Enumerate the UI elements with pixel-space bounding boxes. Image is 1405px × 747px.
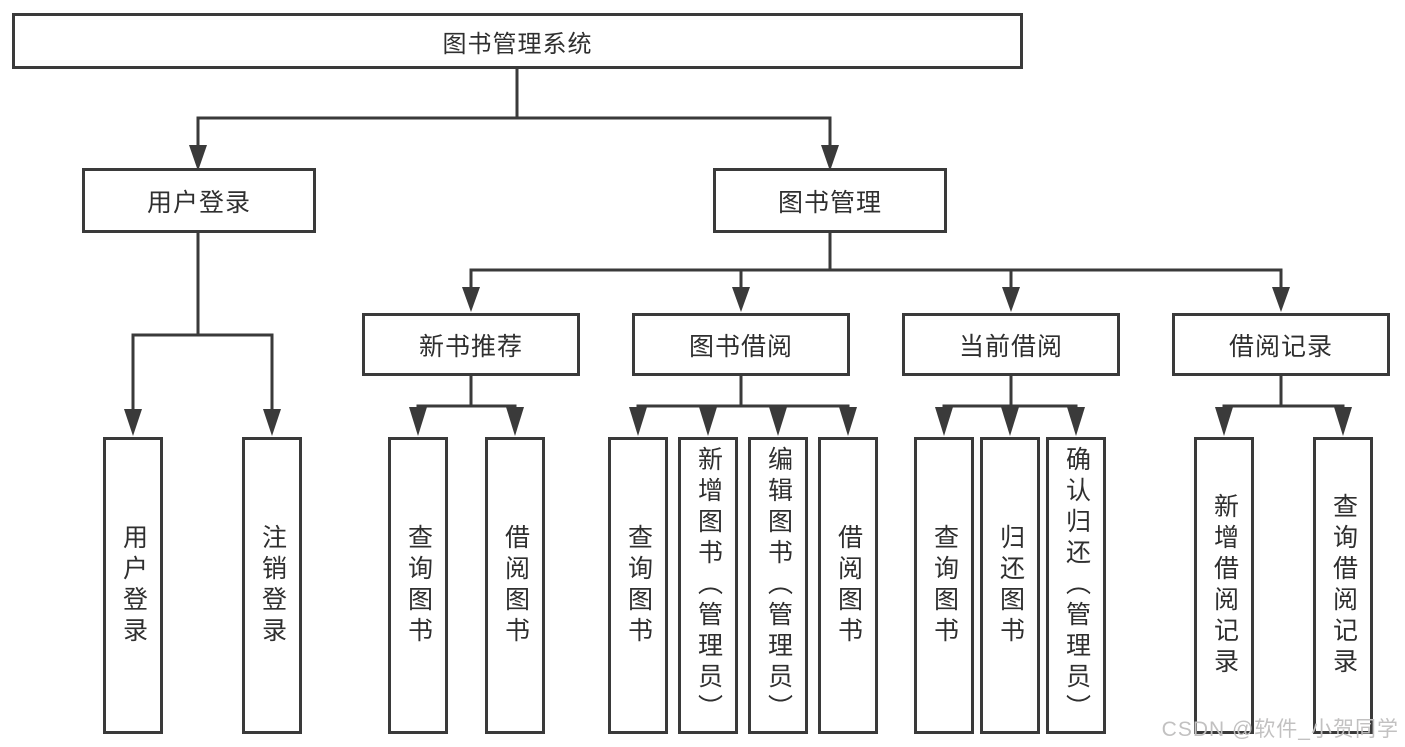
leaf-borrow-books-recommend-label: 借阅图书 — [501, 523, 530, 648]
node-new-book-recommend: 新书推荐 — [362, 313, 580, 376]
node-book-borrow: 图书借阅 — [632, 313, 850, 376]
leaf-edit-book-admin: 编辑图书（管理员） — [748, 437, 808, 734]
leaf-user-login-label: 用户登录 — [119, 523, 148, 648]
leaf-user-login: 用户登录 — [103, 437, 163, 734]
node-borrow-records-label: 借阅记录 — [1228, 332, 1333, 361]
leaf-query-borrow-record-label: 查询借阅记录 — [1329, 492, 1358, 679]
leaf-query-books-borrow-label: 查询图书 — [624, 523, 653, 648]
leaf-edit-book-admin-label: 编辑图书（管理员） — [764, 446, 793, 725]
leaf-return-books-label: 归还图书 — [996, 523, 1025, 648]
leaf-confirm-return-admin-label: 确认归还（管理员） — [1062, 446, 1091, 725]
node-current-borrow: 当前借阅 — [902, 313, 1120, 376]
leaf-logout-label: 注销登录 — [258, 523, 287, 648]
leaf-query-books-recommend-label: 查询图书 — [404, 523, 433, 648]
leaf-borrow-books: 借阅图书 — [818, 437, 878, 734]
leaf-query-books-borrow: 查询图书 — [608, 437, 668, 734]
node-book-borrow-label: 图书借阅 — [688, 332, 793, 361]
node-library-system-label: 图书管理系统 — [442, 30, 593, 58]
node-new-book-recommend-label: 新书推荐 — [418, 332, 523, 361]
node-current-borrow-label: 当前借阅 — [958, 332, 1063, 361]
leaf-query-books-current: 查询图书 — [914, 437, 974, 734]
node-borrow-records: 借阅记录 — [1172, 313, 1390, 376]
leaf-add-borrow-record-label: 新增借阅记录 — [1210, 492, 1239, 679]
leaf-logout: 注销登录 — [242, 437, 302, 734]
leaf-borrow-books-label: 借阅图书 — [834, 523, 863, 648]
node-user-login: 用户登录 — [82, 168, 316, 233]
node-book-management-label: 图书管理 — [777, 188, 882, 217]
csdn-watermark: CSDN @软件_小贺同学 — [1161, 718, 1399, 741]
node-library-system: 图书管理系统 — [12, 13, 1023, 69]
leaf-add-borrow-record: 新增借阅记录 — [1194, 437, 1254, 734]
leaf-add-book-admin: 新增图书（管理员） — [678, 437, 738, 734]
leaf-borrow-books-recommend: 借阅图书 — [485, 437, 545, 734]
node-user-login-label: 用户登录 — [146, 188, 251, 217]
leaf-query-borrow-record: 查询借阅记录 — [1313, 437, 1373, 734]
leaf-add-book-admin-label: 新增图书（管理员） — [694, 446, 723, 725]
leaf-return-books: 归还图书 — [980, 437, 1040, 734]
node-book-management: 图书管理 — [713, 168, 947, 233]
leaf-confirm-return-admin: 确认归还（管理员） — [1046, 437, 1106, 734]
leaf-query-books-recommend: 查询图书 — [388, 437, 448, 734]
leaf-query-books-current-label: 查询图书 — [930, 523, 959, 648]
